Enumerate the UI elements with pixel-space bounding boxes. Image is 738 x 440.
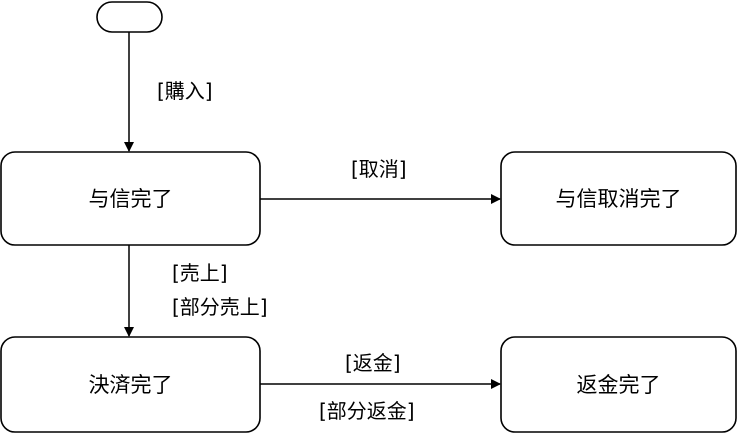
state-kessai-kanryo: 決済完了 [0, 336, 261, 433]
edge-label-partial-sale: [部分売上] [172, 295, 268, 319]
state-label-yoshin-torikeshi-kanryo: 与信取消完了 [556, 187, 682, 211]
state-label-henkin-kanryo: 返金完了 [577, 373, 661, 397]
state-yoshin-kanryo: 与信完了 [0, 151, 261, 246]
state-label-yoshin-kanryo: 与信完了 [89, 187, 173, 211]
edge-label-partial-refund: [部分返金] [319, 399, 415, 423]
state-label-kessai-kanryo: 決済完了 [89, 373, 173, 397]
state-yoshin-torikeshi-kanryo: 与信取消完了 [500, 151, 737, 246]
edge-label-cancel: [取消] [351, 157, 407, 181]
initial-state-node [96, 1, 163, 33]
state-henkin-kanryo: 返金完了 [500, 336, 737, 433]
edge-label-purchase: [購入] [157, 79, 213, 103]
edge-label-refund: [返金] [345, 351, 401, 375]
edge-label-sale: [売上] [172, 261, 228, 285]
